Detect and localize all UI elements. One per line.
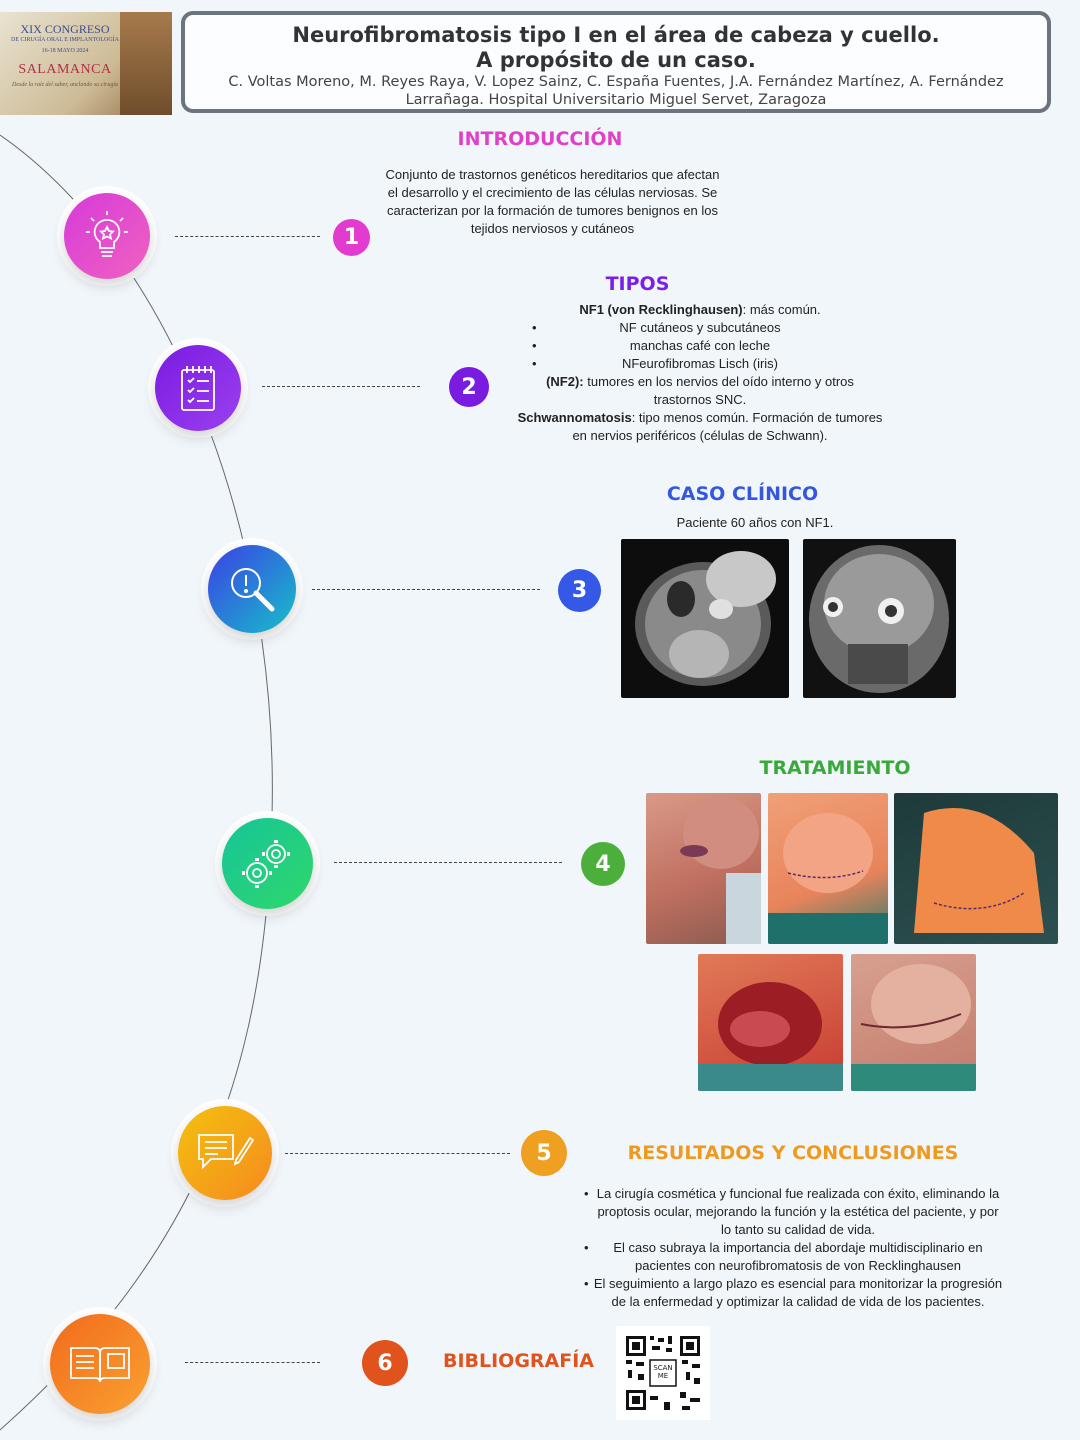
tipos-heading: TIPOS [605,273,670,295]
photo-intraop-marking [894,793,1058,944]
nf1-desc: : más común. [742,302,821,317]
nf1-label: NF1 (von Recklinghausen) [579,302,743,317]
connector-1 [175,236,320,237]
connector-3 [312,589,540,590]
mri-axial-image [621,539,789,698]
connector-2 [262,386,420,387]
photo-preop-face [646,793,761,944]
chat-edit-icon-circle [178,1106,272,1200]
gears-icon [241,839,290,888]
logo-line2: DE CIRUGÍA ORAL E IMPLANTOLOGÍA [11,37,119,43]
nf2-desc: tumores en los nervios del oído interno … [583,374,854,407]
nf2-label: (NF2): [546,374,584,389]
bullet-item: •NFeurofibromas Lisch (iris) [532,356,779,371]
lightbulb-icon [86,211,128,257]
photo-preop-drawing [680,797,761,944]
qr-scan-label: SCAN ME [653,1364,673,1380]
result-item: La cirugía cosmética y funcional fue rea… [584,1185,1004,1239]
authors: C. Voltas Moreno, M. Reyes Raya, V. Lope… [228,74,1004,108]
congress-logo: XIX CONGRESO DE CIRUGÍA ORAL E IMPLANTOL… [0,12,172,115]
photo-postop-drawing [851,964,976,1091]
connector-6 [185,1362,320,1363]
bullet-text: manchas café con leche [629,338,771,353]
nf2-line: (NF2): tumores en los nervios del oído i… [510,373,890,409]
section-number-3: 3 [558,569,601,612]
book-icon-circle [50,1314,150,1414]
schwann-line: Schwannomatosis: tipo menos común. Forma… [510,409,890,445]
result-item: El caso subraya la importancia del abord… [584,1239,1004,1275]
bullet-text: NFeurofibromas Lisch (iris) [621,356,779,371]
open-book-icon [70,1347,130,1383]
schwann-desc: : tipo menos común. Formación de tumores… [572,410,883,443]
qr-code[interactable]: SCAN ME [616,1326,710,1420]
gears-icon-circle [222,818,313,909]
nf1-line: NF1 (von Recklinghausen): más común. [510,301,890,319]
photo-marking [768,793,888,944]
checklist-icon [181,366,215,411]
photo-marking-drawing [768,813,888,944]
checklist-icon-circle [155,345,241,431]
mri-axial-drawing [635,551,776,686]
section-number-1: 1 [333,219,370,256]
connector-4 [334,862,562,863]
caso-subtitle: Paciente 60 años con NF1. [676,515,834,530]
bibliografia-heading: BIBLIOGRAFÍA [442,1350,595,1372]
title-box: Neurofibromatosis tipo I en el área de c… [181,11,1051,113]
magnifier-icon-circle [208,545,296,633]
logo-line5: Desde la raíz del saber, anclando su cir… [12,82,118,88]
bullet-item: •NF cutáneos y subcutáneos [532,320,781,335]
resultados-heading: RESULTADOS Y CONCLUSIONES [627,1142,959,1164]
tratamiento-heading: TRATAMIENTO [759,757,911,779]
connector-5 [285,1153,510,1154]
section-number-2: 2 [449,367,489,407]
mri-coronal-drawing [809,545,949,693]
magnifier-alert-icon [231,568,275,612]
caso-heading: CASO CLÍNICO [666,483,819,505]
section-number-5: 5 [521,1130,567,1176]
bullet-text: NF cutáneos y subcutáneos [619,320,781,335]
chat-pencil-icon [198,1134,254,1170]
schwann-label: Schwannomatosis [517,410,632,425]
poster-title-line2: A propósito de un caso. [476,48,756,72]
logo-line3: 16-18 MAYO 2024 [41,48,89,54]
photo-postop [851,954,976,1091]
photo-surgery [698,954,843,1091]
photo-surgery-drawing [698,982,843,1091]
tipos-content: NF1 (von Recklinghausen): más común. •NF… [510,301,890,445]
intro-text: Conjunto de trastornos genéticos heredit… [385,167,720,236]
intro-heading: INTRODUCCIÓN [457,128,623,150]
bullet-item: •manchas café con leche [532,338,771,353]
resultados-list: La cirugía cosmética y funcional fue rea… [584,1185,1004,1311]
cathedral-image [120,12,172,115]
mri-coronal-image [803,539,956,698]
photo-intraop-drawing [914,808,1044,933]
lightbulb-icon-circle [64,193,150,279]
qr-code-graphic [626,1336,700,1410]
result-item: El seguimiento a largo plazo es esencial… [584,1275,1004,1311]
section-number-4: 4 [581,842,625,886]
logo-line4: SALAMANCA [18,62,112,77]
poster-title-line1: Neurofibromatosis tipo I en el área de c… [292,23,940,47]
logo-line1: XIX CONGRESO [20,22,110,36]
section-number-6: 6 [362,1340,408,1386]
